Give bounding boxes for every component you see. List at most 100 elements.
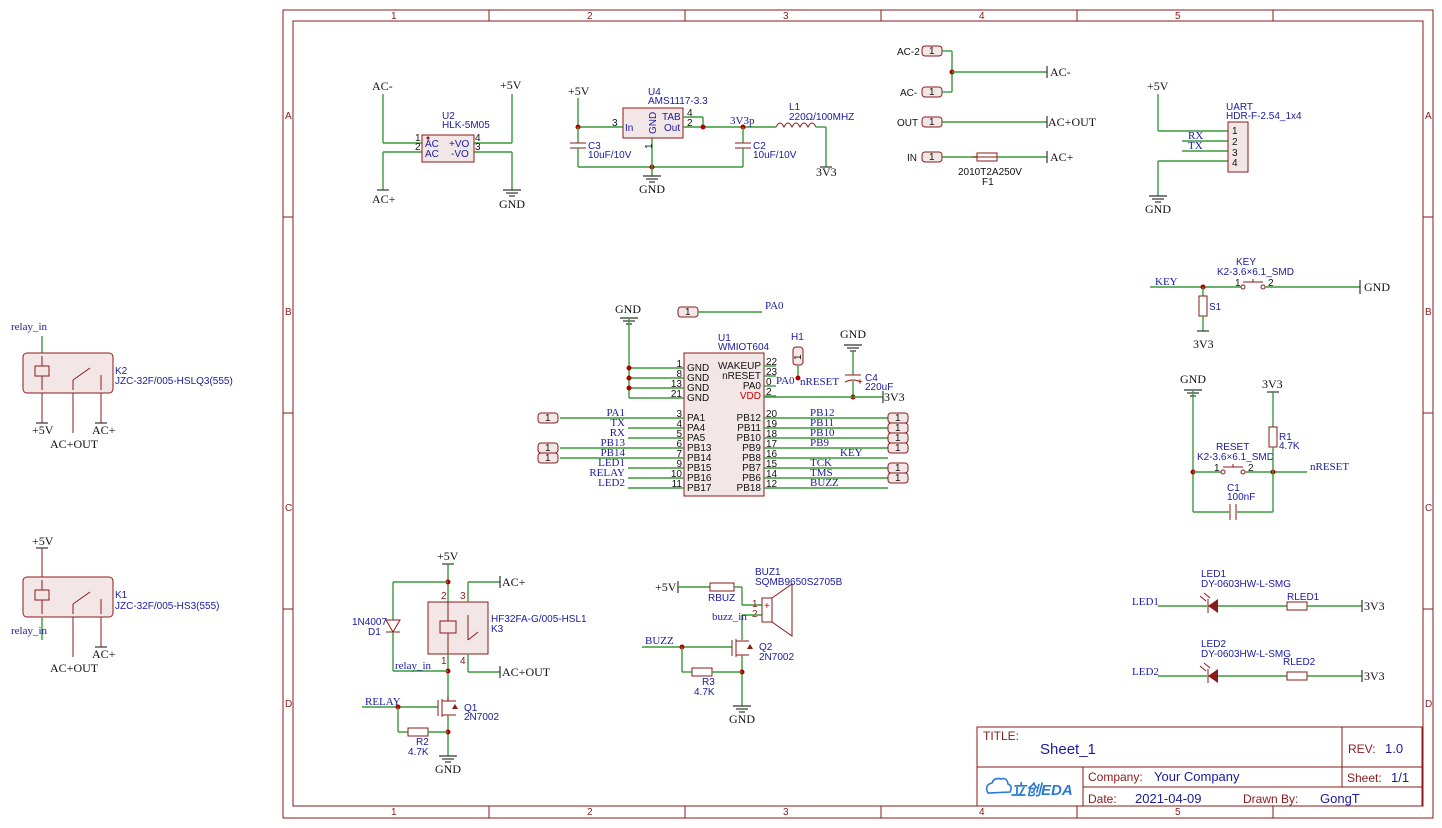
frame-col-2-top: 2 xyxy=(587,11,593,22)
u1-left-pin-name: PA1 xyxy=(687,413,706,424)
u4-regulator[interactable]: +5V GND U4 AMS1117-3.3 In TAB Out GND 3 … xyxy=(568,84,854,196)
u1-3v3-net: 3V3 xyxy=(884,390,905,404)
test-point-num: 1 xyxy=(895,443,901,454)
test-point xyxy=(887,472,909,484)
u1-right-net-label: PB12 xyxy=(810,407,834,419)
k3-relay-driver[interactable]: +5V 1N4007 D1 2 3 1 4 AC+ HF32FA-G/005-H… xyxy=(352,549,587,776)
title-label: TITLE: xyxy=(983,729,1019,743)
svg-text:1: 1 xyxy=(752,599,758,610)
q1-relay-net: RELAY xyxy=(365,696,401,708)
u2-power-module[interactable]: AC- +5V U2 HLK-5M05 AC AC +VO -VO 1 2 4 … xyxy=(372,78,525,211)
reset-value: K2-3.6×6.1_SMD xyxy=(1197,452,1274,463)
u1-right-pin-name: WAKEUP xyxy=(718,361,761,372)
u1-left-pin-name: PB16 xyxy=(687,473,712,484)
u2-acp-net: AC+ xyxy=(372,192,396,206)
frame-row-a-left: A xyxy=(285,111,292,122)
u4-value: AMS1117-3.3 xyxy=(648,96,708,107)
frame-row-c-right: C xyxy=(1425,503,1432,514)
sheet-value: 1/1 xyxy=(1391,770,1409,785)
svg-text:4: 4 xyxy=(460,656,466,667)
frame-col-3-bottom: 3 xyxy=(783,807,789,818)
svg-text:1: 1 xyxy=(929,152,935,163)
date-label: Date: xyxy=(1088,792,1117,806)
u4-num-1: 1 xyxy=(644,143,655,149)
in-label: IN xyxy=(907,153,917,164)
u1-right-pin-num: 23 xyxy=(766,367,778,378)
acm2-label: AC-2 xyxy=(897,47,920,58)
u1-right-pin-num: 22 xyxy=(766,357,778,368)
uart-header[interactable]: +5V RX TX GND UART HDR-F-2.54_1x4 1 2 3 … xyxy=(1145,79,1302,216)
u4-pin-in: In xyxy=(625,123,633,134)
out-label: OUT xyxy=(897,118,918,129)
svg-text:+: + xyxy=(857,377,863,388)
r1-resistor xyxy=(1268,426,1278,448)
r2-resistor xyxy=(407,727,429,737)
logo-text: 立创EDA xyxy=(1011,781,1073,799)
led2-ref: LED2 xyxy=(1201,639,1226,650)
frame-col-1-top: 1 xyxy=(391,11,397,22)
u1-right-pin-name: PB10 xyxy=(737,433,762,444)
u4-ref: U4 xyxy=(648,87,661,98)
buz-5v-net: +5V xyxy=(655,580,677,594)
svg-text:1: 1 xyxy=(929,117,935,128)
k3-acout-net: AC+OUT xyxy=(502,665,551,679)
c1-value: 100nF xyxy=(1227,492,1255,503)
u1-ref: U1 xyxy=(718,333,731,344)
reset-circuit[interactable]: GND 1 2 RESET K2-3.6×6.1_SMD nRESET 3V3 … xyxy=(1180,372,1349,520)
svg-text:1: 1 xyxy=(793,354,804,360)
date-value: 2021-04-09 xyxy=(1135,791,1202,806)
k2-relay[interactable]: relay_in K2 JZC-32F/005-HSLQ3(555) +5V A… xyxy=(11,321,233,451)
test-point-num: 1 xyxy=(545,413,551,424)
u1-right-pin-num: 2 xyxy=(766,387,772,398)
u4-body xyxy=(622,107,684,139)
rev-value: 1.0 xyxy=(1385,741,1403,756)
rled1-resistor xyxy=(1286,601,1308,611)
k1-acout-net: AC+OUT xyxy=(50,661,99,675)
acm-out-net: AC- xyxy=(1050,65,1071,79)
u2-acm-net: AC- xyxy=(372,79,393,93)
led-circuits[interactable]: LED1 DY-0603HW-L-SMG LED1 RLED1 3V3 LED2… xyxy=(1132,569,1385,683)
u1-right-pin-name: PB6 xyxy=(742,473,761,484)
frame-row-d-left: D xyxy=(285,699,292,710)
u1-left-pin-num: 7 xyxy=(676,449,682,460)
led2-net: LED2 xyxy=(1132,666,1159,678)
k3-ref: K3 xyxy=(491,624,504,635)
u1-right-pin-name: PB7 xyxy=(742,463,761,474)
k1-relay[interactable]: +5V K1 JZC-32F/005-HS3(555) relay_in AC+… xyxy=(11,534,219,675)
ac-input-block[interactable]: AC-2 1 AC- 1 AC- OUT 1 AC+OUT IN 1 AC+ 2… xyxy=(897,45,1097,188)
k3-acp-net: AC+ xyxy=(502,575,526,589)
reset-nreset-net: nRESET xyxy=(1310,461,1349,473)
u1-right-pin-name: PA0 xyxy=(743,381,762,392)
rled1-ref: RLED1 xyxy=(1287,592,1320,603)
company-value: Your Company xyxy=(1154,769,1240,784)
k2-relay-in-net: relay_in xyxy=(11,321,48,333)
test-point-num: 1 xyxy=(895,473,901,484)
reset-3v3-net: 3V3 xyxy=(1262,377,1283,391)
key-switch[interactable]: KEY K2-3.6×6.1_SMD KEY 1 2 GND S1 3V3 xyxy=(1150,257,1390,351)
u1-left-pin-name: PB15 xyxy=(687,463,712,474)
u1-right-pin-name: PB8 xyxy=(742,453,761,464)
svg-text:1: 1 xyxy=(1235,278,1241,289)
f1-value: 2010T2A250V xyxy=(958,167,1022,178)
u1-right-net-label: PB9 xyxy=(810,437,829,449)
u1-left-net-label: PB14 xyxy=(601,447,626,459)
q1-ref: Q1 xyxy=(464,703,478,714)
acp-out-net: AC+ xyxy=(1050,150,1074,164)
u1-left-pin-num: 1 xyxy=(676,359,682,370)
test-point xyxy=(887,442,909,454)
svg-text:2: 2 xyxy=(1248,463,1254,474)
svg-text:1: 1 xyxy=(441,656,447,667)
u1-right-pin-num: 15 xyxy=(766,459,778,470)
reset-ref: RESET xyxy=(1216,442,1249,453)
led1-3v3-net: 3V3 xyxy=(1364,599,1385,613)
test-point-num: 1 xyxy=(545,443,551,454)
u1-left-pin-num: 11 xyxy=(672,479,683,490)
l1-3v3-net: 3V3 xyxy=(816,165,837,179)
buzzer-circuit[interactable]: +5V RBUZ 1 2 buzz_in + BUZ1 SQMB9650S270… xyxy=(642,567,843,726)
frame-ticks-top xyxy=(283,10,1433,818)
c3-value: 10uF/10V xyxy=(588,150,632,161)
key-net: KEY xyxy=(1155,276,1178,288)
l1-ref: L1 xyxy=(789,102,801,113)
